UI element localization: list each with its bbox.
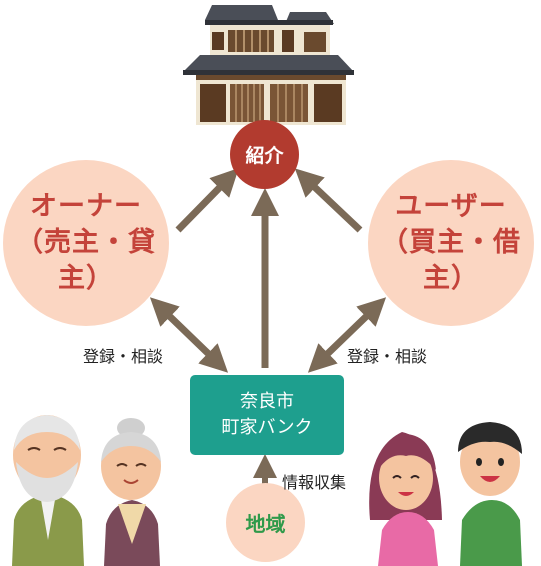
owner-node: オーナー （売主・貸主） [3, 160, 169, 326]
bank-line1: 奈良市 [240, 391, 294, 412]
arrow-user-to-intro [294, 168, 363, 233]
owner-title: オーナー [30, 191, 142, 222]
user-node: ユーザー （買主・借主） [368, 160, 534, 326]
introduction-node: 紹介 [230, 120, 299, 189]
region-node: 地域 [226, 483, 305, 562]
machiya-bank-node: 奈良市 町家バンク [190, 375, 344, 455]
bank-line2: 町家バンク [221, 417, 313, 438]
arrow-owner-to-intro [175, 168, 239, 233]
owner-subtitle: （売主・貸主） [16, 227, 156, 294]
arrow-user-bank [307, 297, 387, 373]
user-title: ユーザー [395, 191, 507, 222]
right-relation-label: 登録・相談 [347, 347, 428, 366]
info-collect-label: 情報収集 [282, 473, 347, 492]
user-subtitle: （買主・借主） [381, 227, 521, 294]
arrow-owner-bank [149, 297, 229, 373]
left-relation-label: 登録・相談 [83, 347, 164, 366]
